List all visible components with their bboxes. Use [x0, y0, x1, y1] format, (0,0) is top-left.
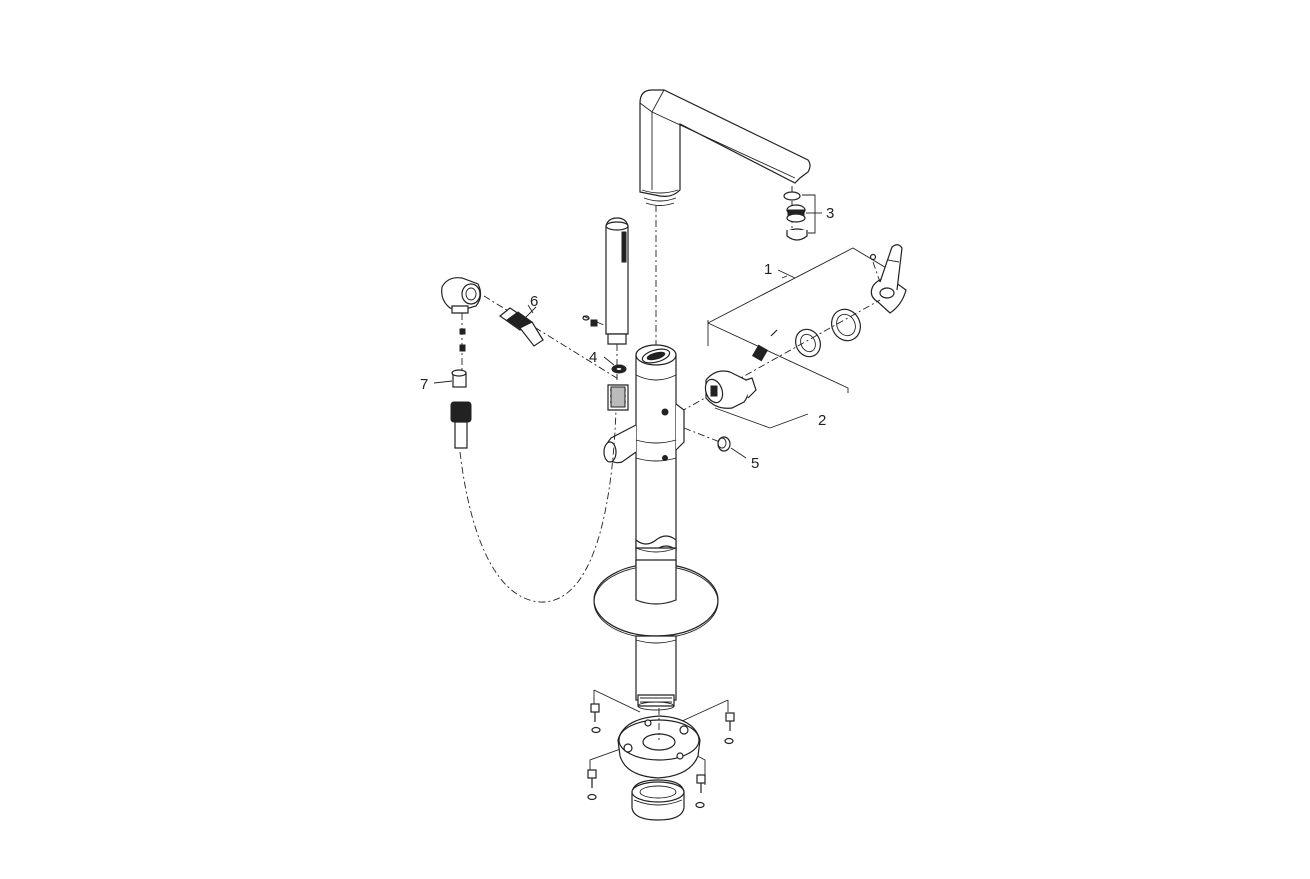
plug — [683, 427, 747, 459]
handle-assembly — [679, 244, 907, 429]
screw-top-left — [590, 703, 601, 734]
aerator-set — [783, 186, 822, 241]
hose-elbow — [441, 277, 621, 449]
callout-7: 7 — [420, 376, 428, 393]
callout-5: 5 — [751, 455, 759, 472]
callout-4: 4 — [589, 349, 597, 366]
callout-6: 6 — [530, 293, 538, 310]
screw-bottom-left — [587, 769, 597, 801]
shower-hose — [459, 409, 617, 603]
screw-bottom-right — [695, 774, 706, 809]
callout-2: 2 — [818, 412, 826, 429]
hand-shower — [582, 217, 629, 411]
callout-1: 1 — [764, 261, 772, 278]
screw-top-right — [724, 712, 735, 745]
callout-leaders — [433, 269, 796, 384]
mounting-flange — [587, 689, 735, 821]
callout-3: 3 — [826, 205, 834, 222]
spout — [639, 89, 811, 206]
